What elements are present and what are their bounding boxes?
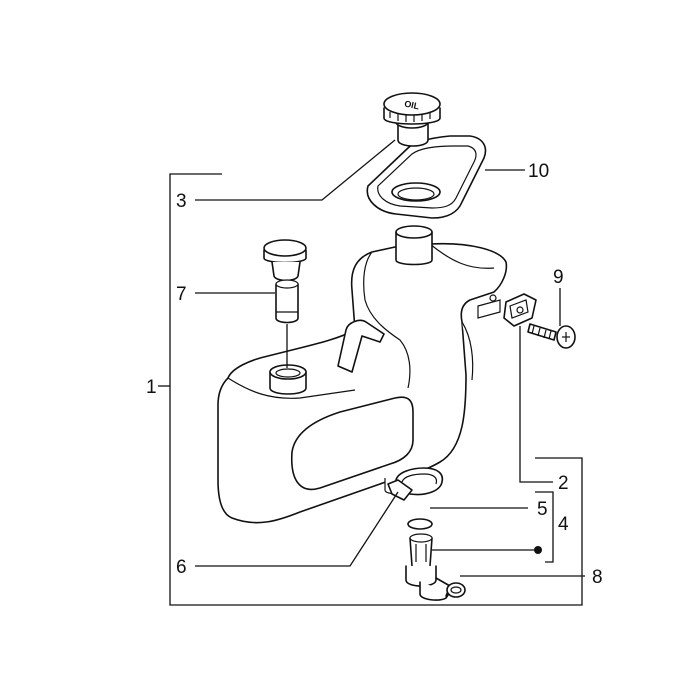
leader-line-3 bbox=[195, 139, 396, 201]
callout-10: 10 bbox=[528, 161, 549, 182]
bracket-4 bbox=[535, 491, 554, 563]
callout-9: 9 bbox=[553, 267, 564, 288]
callout-2: 2 bbox=[558, 473, 569, 494]
o-ring-5 bbox=[407, 518, 433, 530]
cap-marking-text: OIL bbox=[403, 99, 420, 112]
outlet-fitting-4 bbox=[405, 533, 451, 601]
assembly-bracket-1 bbox=[169, 173, 583, 606]
leader-line-6 bbox=[195, 491, 399, 567]
callout-5: 5 bbox=[537, 499, 548, 520]
rubber-boot-10 bbox=[366, 135, 487, 219]
callout-1: 1 bbox=[146, 377, 157, 398]
callout-8: 8 bbox=[592, 567, 603, 588]
callout-7: 7 bbox=[176, 284, 187, 305]
callout-3: 3 bbox=[176, 191, 187, 212]
callout-4: 4 bbox=[558, 514, 569, 535]
hose-clamp-6 bbox=[387, 467, 444, 501]
oil-tank bbox=[217, 225, 508, 524]
callout-6: 6 bbox=[176, 557, 187, 578]
clip-nut-2 bbox=[503, 293, 537, 327]
leader-line-2 bbox=[519, 326, 553, 483]
oil-cap-3: OIL bbox=[383, 92, 441, 147]
plug-7 bbox=[263, 239, 307, 368]
screw-9 bbox=[527, 323, 576, 349]
leader-dot-4 bbox=[534, 546, 542, 554]
spring-clip-8 bbox=[446, 582, 466, 598]
